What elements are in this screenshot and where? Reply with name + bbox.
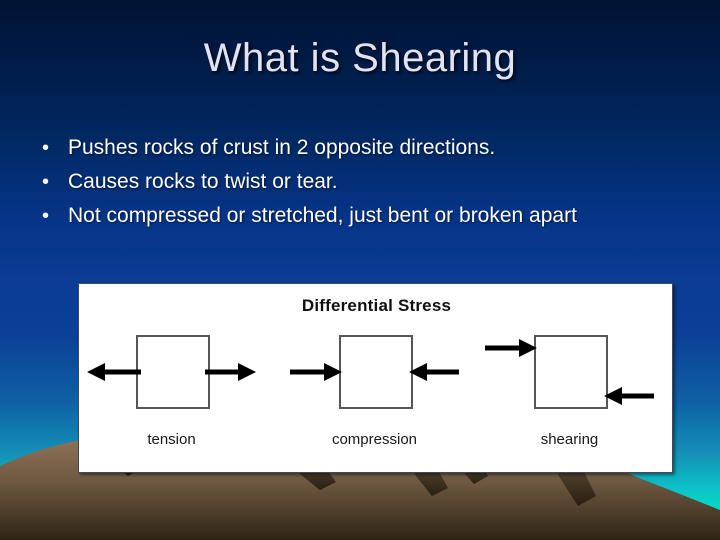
- bullet-text: Causes rocks to twist or tear.: [68, 170, 338, 193]
- figure-tension: tension: [79, 328, 264, 468]
- tension-graphic: [87, 335, 256, 409]
- figure-shearing: shearing: [477, 328, 662, 468]
- bullet-marker-icon: •: [42, 171, 50, 193]
- bullet-list: • Pushes rocks of crust in 2 opposite di…: [34, 134, 654, 236]
- bullet-marker-icon: •: [42, 137, 50, 159]
- slide-title: What is Shearing: [203, 36, 517, 80]
- bullet-item: • Not compressed or stretched, just bent…: [34, 202, 654, 230]
- figure-label-shearing: shearing: [540, 431, 599, 448]
- bullet-text: Not compressed or stretched, just bent o…: [68, 204, 577, 227]
- differential-stress-diagram-panel: Differential Stress tension: [78, 283, 673, 473]
- bullet-item: • Causes rocks to twist or tear.: [34, 168, 654, 196]
- compression-graphic: [290, 335, 459, 409]
- bullet-marker-icon: •: [42, 205, 50, 227]
- diagram-title: Differential Stress: [301, 296, 452, 315]
- bullet-text: Pushes rocks of crust in 2 opposite dire…: [68, 136, 496, 159]
- figure-compression: compression: [282, 328, 467, 468]
- stress-figure-row: tension compression: [79, 328, 674, 468]
- figure-label-tension: tension: [147, 431, 196, 448]
- bullet-item: • Pushes rocks of crust in 2 opposite di…: [34, 134, 654, 162]
- shearing-graphic: [485, 335, 654, 409]
- figure-label-compression: compression: [331, 431, 418, 448]
